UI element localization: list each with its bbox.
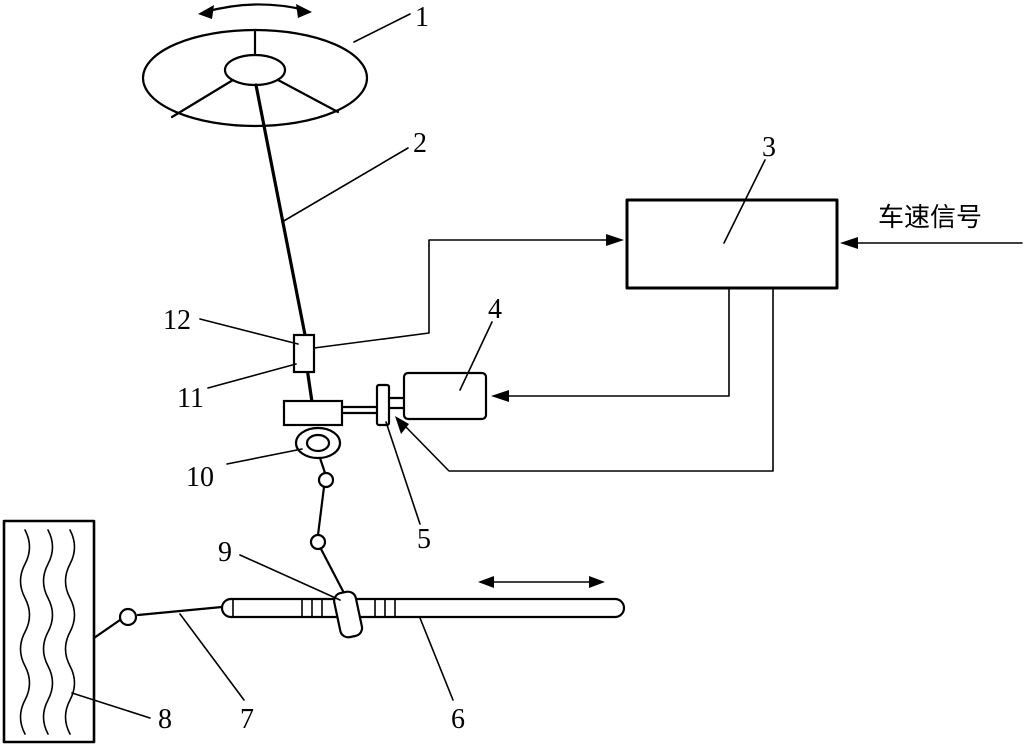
label-1: 1 [415,2,429,33]
label-10: 10 [186,462,214,493]
steering-wheel [141,3,369,128]
signal-lines [313,234,1023,472]
worm-gear [294,426,342,460]
label-6: 6 [451,704,465,735]
torque-sensor [292,333,316,374]
steering-rack [220,597,626,619]
steering-column-lower [305,366,314,404]
label-9: 9 [218,537,232,568]
label-8: 8 [158,704,172,735]
label-11: 11 [177,383,204,414]
clutch [375,383,391,427]
tie-rod [136,605,224,617]
label-12: 12 [163,305,191,336]
road-wheel [2,519,96,744]
label-5: 5 [417,524,431,555]
ecu-box [625,198,839,290]
reduction-gear-block [282,399,344,427]
pinion [333,590,364,639]
electric-motor [402,371,488,421]
speed-signal-label: 车速信号 [878,203,982,233]
leader-lines [71,13,766,719]
universal-joint-upper [317,471,335,489]
label-7: 7 [240,704,254,735]
part-labels: 1 2 3 4 5 6 7 8 9 10 11 12 车速信号 [158,2,982,735]
label-2: 2 [413,128,427,159]
label-3: 3 [762,132,776,163]
universal-joint-lower [309,533,327,551]
steering-column [254,83,308,342]
label-4: 4 [488,294,502,325]
